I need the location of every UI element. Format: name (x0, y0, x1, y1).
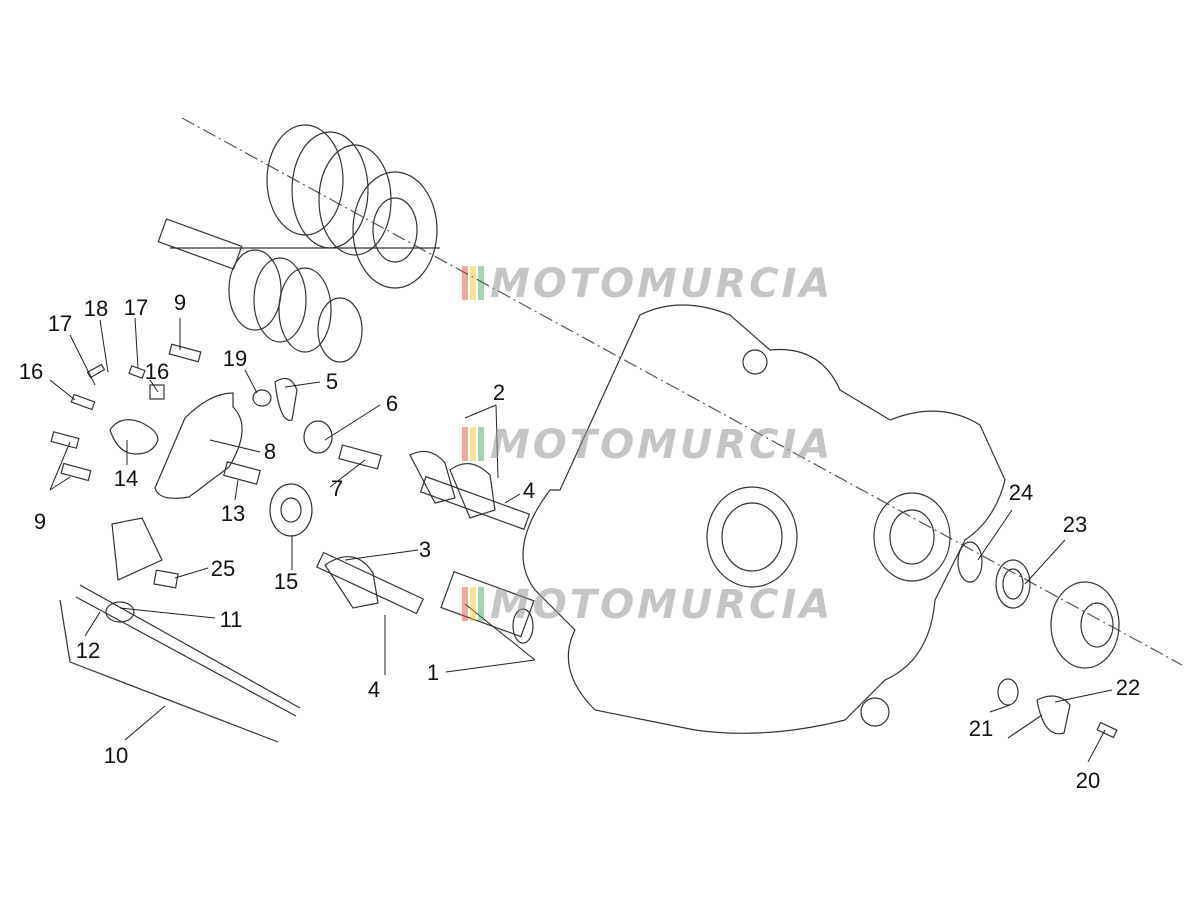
callout-19: 19 (222, 346, 248, 371)
callout-9: 9 (173, 290, 187, 315)
watermark-logo: MOTOMURCIA (462, 264, 833, 307)
selector-plate (154, 392, 243, 499)
crankcase (522, 304, 1006, 734)
shift-forks (315, 450, 531, 615)
callout-13: 13 (220, 501, 246, 526)
callout-24: 24 (1008, 480, 1034, 505)
callout-18: 18 (83, 296, 109, 321)
callout-11: 11 (219, 607, 243, 632)
callout-21: 21 (968, 716, 994, 741)
watermark-text: MOTOMURCIA (490, 582, 834, 628)
callout-22: 22 (1115, 675, 1141, 700)
callout-9: 9 (33, 509, 47, 534)
watermark-logo: MOTOMURCIA (462, 585, 833, 628)
callout-4: 4 (367, 677, 381, 702)
selector-drum (440, 571, 535, 644)
callout-14: 14 (113, 466, 139, 491)
axis-line (181, 117, 1183, 666)
callout-25: 25 (210, 556, 236, 581)
callout-12: 12 (75, 638, 101, 663)
callout-4: 4 (522, 478, 536, 503)
callout-20: 20 (1075, 768, 1101, 793)
callout-1: 1 (426, 660, 440, 685)
callout-2: 2 (492, 380, 506, 405)
gear-cluster-upper (170, 124, 440, 289)
sprocket (1050, 581, 1120, 669)
callout-8: 8 (263, 439, 277, 464)
gear-cluster-lower (157, 218, 363, 363)
watermark-text: MOTOMURCIA (490, 422, 834, 468)
callout-17: 17 (123, 295, 149, 320)
shift-shaft (59, 517, 301, 743)
callout-16: 16 (144, 359, 170, 384)
watermark-stripes (462, 426, 486, 468)
leader-lines (49, 317, 1113, 763)
detent-star (269, 483, 313, 537)
small-parts-left (50, 343, 202, 482)
watermark-stripes (462, 586, 486, 628)
callout-3: 3 (418, 537, 432, 562)
callout-5: 5 (325, 369, 339, 394)
callout-6: 6 (385, 391, 399, 416)
callout-10: 10 (103, 743, 129, 768)
watermark-logo: MOTOMURCIA (462, 425, 833, 468)
watermark-text: MOTOMURCIA (490, 261, 834, 307)
callout-17: 17 (47, 311, 73, 336)
callout-7: 7 (330, 476, 344, 501)
callout-23: 23 (1062, 512, 1088, 537)
watermark-stripes (462, 265, 486, 307)
callout-15: 15 (273, 569, 299, 594)
callout-16: 16 (18, 359, 44, 384)
